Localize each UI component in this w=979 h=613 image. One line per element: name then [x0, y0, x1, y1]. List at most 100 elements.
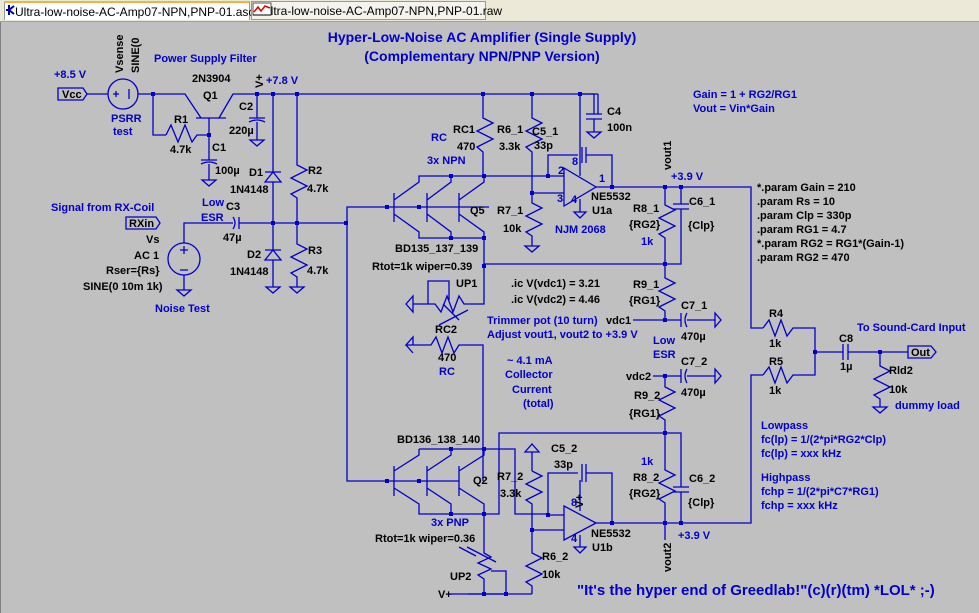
up1-trimmer[interactable] [405, 238, 485, 326]
psrr-test-label: test [113, 126, 133, 138]
vs-ac: AC 1 [134, 250, 159, 262]
rld2-name: Rld2 [889, 365, 913, 377]
r1-value: 4.7k [170, 144, 192, 156]
c3-value: 47µ [223, 232, 242, 244]
noise-test-label: Noise Test [155, 303, 210, 315]
out-port[interactable]: Out [907, 345, 937, 359]
current-note-1: ~ 4.1 mA [507, 355, 553, 367]
rld2-value: 10k [889, 384, 908, 396]
vs-rser: Rser={Rs} [106, 265, 160, 277]
c8-name: C8 [839, 333, 853, 345]
npn-transistor-array [385, 174, 489, 240]
svg-text:Vcc: Vcc [62, 89, 82, 101]
vsense-source [107, 78, 139, 110]
d2-name: D2 [247, 249, 261, 261]
r3-value: 4.7k [307, 265, 329, 277]
r8-2-note: 1k [641, 456, 654, 468]
u1a-name: U1a [592, 205, 613, 217]
highpass-value: fchp = xxx kHz [761, 500, 838, 512]
q2-name: Q2 [473, 475, 488, 487]
c3-esr-label: ESR [201, 212, 224, 224]
param-rg2: .param RG2 = 470 [757, 252, 850, 264]
title-line-1: Hyper-Low-Noise AC Amplifier (Single Sup… [328, 29, 637, 45]
u1a-pin8: 8 [572, 156, 578, 168]
tab-schematic[interactable]: Ultra-low-noise-AC-Amp07-NPN,PNP-01.asc [4, 1, 254, 20]
c7-1-low-label: Low [653, 335, 675, 347]
c1-value: 100µ [215, 165, 240, 177]
vcc-port[interactable]: Vcc [57, 87, 88, 101]
c7-2-value: 470µ [681, 387, 706, 399]
up2-param: Rtot=1k wiper=0.36 [375, 533, 475, 545]
c8-value: 1µ [840, 361, 852, 373]
c6-2-name: C6_2 [689, 473, 715, 485]
c7-1-value: 470µ [681, 331, 706, 343]
r7-1-resistor [523, 193, 544, 253]
u1a-pin4: 4 [571, 194, 578, 206]
c5-2-value: 33p [554, 459, 573, 471]
vout2-label: vout2 [662, 543, 674, 572]
psrr-label: PSRR [111, 113, 142, 125]
r9-2-name: R9_2 [634, 390, 660, 402]
r2-name: R2 [308, 165, 322, 177]
r3-resistor [288, 223, 309, 294]
c7-2-name: C7_2 [681, 356, 707, 368]
r9-1-resistor [657, 264, 677, 320]
r7-2-value: 3.3k [500, 488, 522, 500]
vsense-value: SINE(0 [130, 38, 142, 73]
vout-formula: Vout = Vin*Gain [693, 103, 775, 115]
q1-transistor [196, 93, 301, 135]
u1a-pin2: 2 [558, 165, 564, 177]
highpass-title: Highpass [761, 472, 811, 484]
up1-name: UP1 [456, 278, 477, 290]
document-tab-bar: Ultra-low-noise-AC-Amp07-NPN,PNP-01.asc … [0, 0, 979, 22]
svg-text:Out: Out [911, 347, 930, 359]
vdc2-label: vdc2 [626, 371, 651, 383]
trimmer-note-1: Trimmer pot (10 turn) [487, 315, 598, 327]
u1b-vplus: V+ [574, 494, 586, 508]
vs-sine: SINE(0 10m 1k) [83, 281, 163, 293]
lowpass-title: Lowpass [761, 420, 808, 432]
param-clp: .param Clp = 330p [757, 210, 852, 222]
r9-2-value: {RG1} [629, 408, 661, 420]
schematic-drawing: Hyper-Low-Noise AC Amplifier (Single Sup… [51, 29, 966, 601]
r5-resistor [762, 352, 816, 385]
r4-name: R4 [769, 308, 784, 320]
c6-1-capacitor [484, 187, 689, 265]
c4-value: 100n [607, 122, 632, 134]
ic-directive-vdc1: .ic V(vdc1) = 3.21 [511, 278, 600, 290]
rxin-port[interactable]: RXin [125, 216, 161, 230]
r6-2-value: 10k [542, 569, 561, 581]
r4-resistor [762, 318, 816, 352]
npn-array-label: 3x NPN [427, 155, 466, 167]
vout2-level: +3.9 V [678, 530, 711, 542]
r2-resistor [289, 94, 309, 222]
c2-name: C2 [239, 101, 253, 113]
r8-1-note: 1k [641, 236, 654, 248]
rc-label-pnp: RC [439, 366, 455, 378]
highpass-formula: fchp = 1/(2*pi*C7*RG1) [761, 486, 879, 498]
u1a-model: NE5532 [591, 191, 631, 203]
r6-1-value: 3.3k [499, 141, 521, 153]
ic-directive-vdc2: .ic V(vdc2) = 4.46 [511, 294, 600, 306]
schematic-canvas[interactable]: Hyper-Low-Noise AC Amplifier (Single Sup… [0, 22, 979, 613]
r8-1-value: {RG2} [629, 219, 661, 231]
signal-from-rx-coil-label: Signal from RX-Coil [51, 202, 154, 214]
r9-1-value: {RG1} [629, 295, 661, 307]
power-supply-filter-label: Power Supply Filter [154, 53, 257, 65]
c5-1-value: 33p [534, 140, 553, 152]
c6-2-capacitor [665, 432, 689, 523]
tab-waveform[interactable]: Ultra-low-noise-AC-Amp07-NPN,PNP-01.raw [251, 1, 502, 20]
trimmer-note-2: Adjust vout1, vout2 to +3.9 V [487, 329, 638, 341]
rld2-resistor [871, 352, 892, 414]
c1-name: C1 [212, 142, 226, 154]
r7-2-resistor [523, 443, 544, 530]
rail-voltage-label: +7.8 V [266, 75, 299, 87]
param-rs: .param Rs = 10 [757, 196, 835, 208]
gain-formula: Gain = 1 + RG2/RG1 [693, 89, 797, 101]
r8-1-resistor [657, 187, 677, 264]
r8-1-name: R8_1 [633, 203, 659, 215]
d1-model: 1N4148 [230, 184, 269, 196]
r8-2-name: R8_2 [633, 472, 659, 484]
r5-name: R5 [769, 356, 783, 368]
c7-1-name: C7_1 [681, 300, 707, 312]
